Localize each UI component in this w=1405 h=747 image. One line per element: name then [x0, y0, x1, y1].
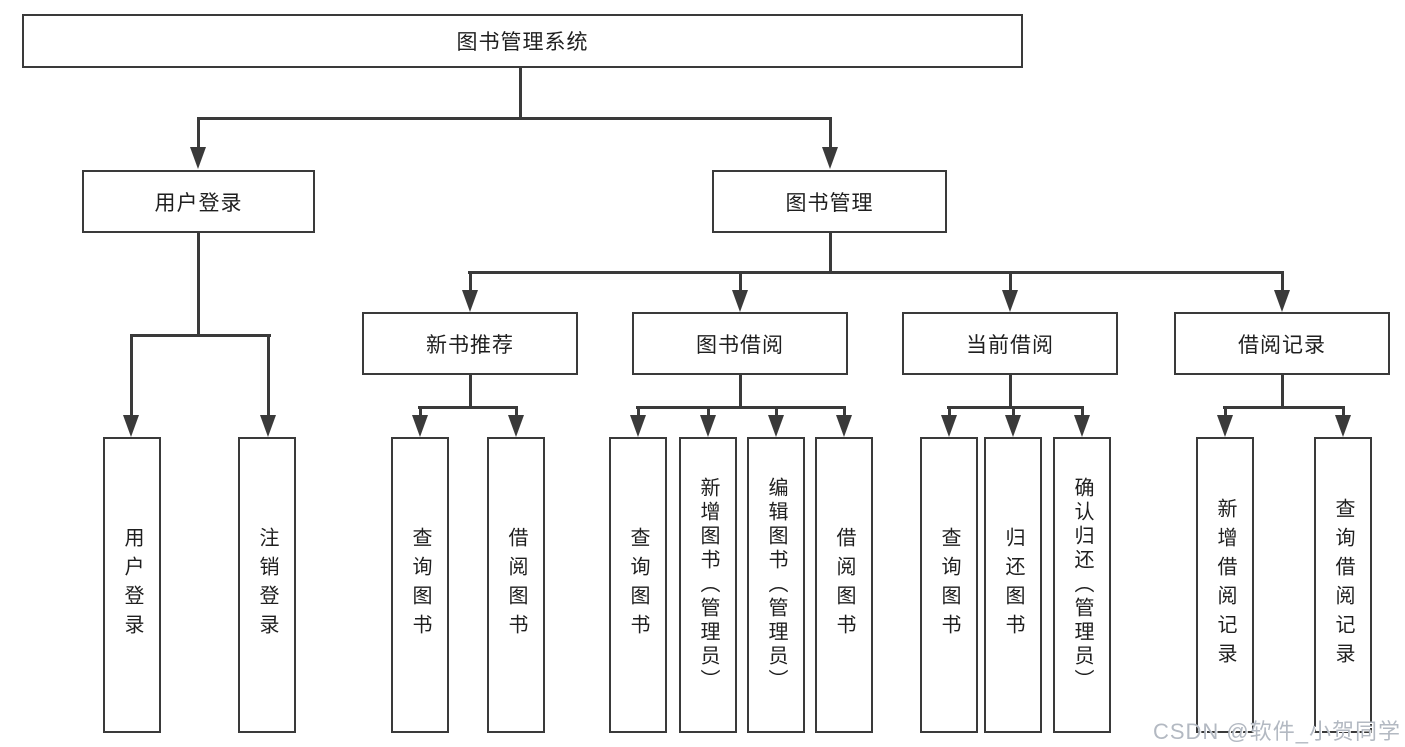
arrow-down-icon — [768, 415, 784, 437]
connector-line — [469, 271, 472, 293]
node-label: 借阅记录 — [1238, 333, 1326, 357]
connector-line — [197, 117, 832, 120]
arrow-down-icon — [412, 415, 428, 437]
node-label: 用户登录 — [154, 191, 243, 215]
arrow-down-icon — [260, 415, 276, 437]
node-root-library-system: 图书管理系统 — [22, 14, 1023, 68]
arrow-down-icon — [630, 415, 646, 437]
connector-line — [1281, 271, 1284, 293]
connector-line — [739, 375, 742, 409]
arrow-down-icon — [1335, 415, 1351, 437]
arrow-down-icon — [190, 147, 206, 169]
node-label: 借阅图书 — [833, 527, 855, 643]
node-label: 查询图书 — [938, 527, 960, 643]
leaf-add-borrow-record: 新增借阅记录 — [1196, 437, 1254, 733]
connector-line — [519, 68, 522, 119]
arrow-down-icon — [1274, 290, 1290, 312]
node-book-management: 图书管理 — [712, 170, 947, 233]
connector-line — [829, 233, 832, 274]
leaf-add-books-admin: 新增图书（管理员） — [679, 437, 737, 733]
connector-line — [1009, 271, 1012, 293]
arrow-down-icon — [836, 415, 852, 437]
leaf-return-books: 归还图书 — [984, 437, 1042, 733]
arrow-down-icon — [822, 147, 838, 169]
connector-line — [1223, 406, 1345, 409]
connector-line — [419, 406, 422, 418]
node-borrow-records: 借阅记录 — [1174, 312, 1390, 375]
connector-line — [267, 334, 270, 418]
connector-line — [130, 334, 133, 418]
node-label: 确认归还（管理员） — [1071, 477, 1093, 693]
connector-line — [636, 406, 846, 409]
node-book-borrow: 图书借阅 — [632, 312, 848, 375]
node-label: 查询图书 — [409, 527, 431, 643]
leaf-user-login: 用户登录 — [103, 437, 161, 733]
node-label: 注销登录 — [256, 527, 278, 643]
arrow-down-icon — [1005, 415, 1021, 437]
arrow-down-icon — [462, 290, 478, 312]
node-label: 借阅图书 — [505, 527, 527, 643]
leaf-borrow-books-recommend: 借阅图书 — [487, 437, 545, 733]
leaf-query-books-current: 查询图书 — [920, 437, 978, 733]
connector-line — [1012, 406, 1015, 418]
connector-line — [1081, 406, 1084, 418]
arrow-down-icon — [1002, 290, 1018, 312]
leaf-query-books-borrow: 查询图书 — [609, 437, 667, 733]
connector-line — [775, 406, 778, 418]
node-label: 归还图书 — [1002, 527, 1024, 643]
connector-line — [1281, 375, 1284, 409]
arrow-down-icon — [1217, 415, 1233, 437]
node-label: 查询图书 — [627, 527, 649, 643]
node-label: 编辑图书（管理员） — [765, 477, 787, 693]
connector-line — [637, 406, 640, 418]
node-label: 查询借阅记录 — [1332, 498, 1354, 672]
connector-line — [843, 406, 846, 418]
leaf-borrow-books: 借阅图书 — [815, 437, 873, 733]
leaf-edit-books-admin: 编辑图书（管理员） — [747, 437, 805, 733]
node-label: 新书推荐 — [426, 333, 514, 357]
csdn-watermark: CSDN @软件_小贺同学 — [1152, 719, 1401, 744]
node-label: 图书借阅 — [696, 333, 784, 357]
arrow-down-icon — [732, 290, 748, 312]
leaf-query-borrow-record: 查询借阅记录 — [1314, 437, 1372, 733]
node-label: 图书管理系统 — [456, 31, 589, 54]
node-label: 新增图书（管理员） — [697, 477, 719, 693]
connector-line — [515, 406, 518, 418]
arrow-down-icon — [1074, 415, 1090, 437]
arrow-down-icon — [700, 415, 716, 437]
node-current-borrow: 当前借阅 — [902, 312, 1118, 375]
leaf-confirm-return-admin: 确认归还（管理员） — [1053, 437, 1111, 733]
node-label: 图书管理 — [785, 191, 874, 215]
connector-line — [418, 406, 518, 409]
connector-line — [947, 406, 1084, 409]
connector-line — [1224, 406, 1227, 418]
connector-line — [469, 375, 472, 409]
connector-line — [197, 233, 200, 337]
node-user-login: 用户登录 — [82, 170, 315, 233]
node-label: 当前借阅 — [966, 333, 1054, 357]
connector-line — [468, 271, 1284, 274]
arrow-down-icon — [508, 415, 524, 437]
node-label: 用户登录 — [121, 527, 143, 643]
connector-line — [829, 117, 832, 149]
arrow-down-icon — [941, 415, 957, 437]
connector-line — [707, 406, 710, 418]
connector-line — [739, 271, 742, 293]
connector-line — [130, 334, 271, 337]
connector-line — [1342, 406, 1345, 418]
connector-line — [197, 117, 200, 149]
node-new-book-recommend: 新书推荐 — [362, 312, 578, 375]
connector-line — [948, 406, 951, 418]
arrow-down-icon — [123, 415, 139, 437]
node-label: 新增借阅记录 — [1214, 498, 1236, 672]
leaf-query-books-recommend: 查询图书 — [391, 437, 449, 733]
connector-line — [1009, 375, 1012, 409]
leaf-logout: 注销登录 — [238, 437, 296, 733]
